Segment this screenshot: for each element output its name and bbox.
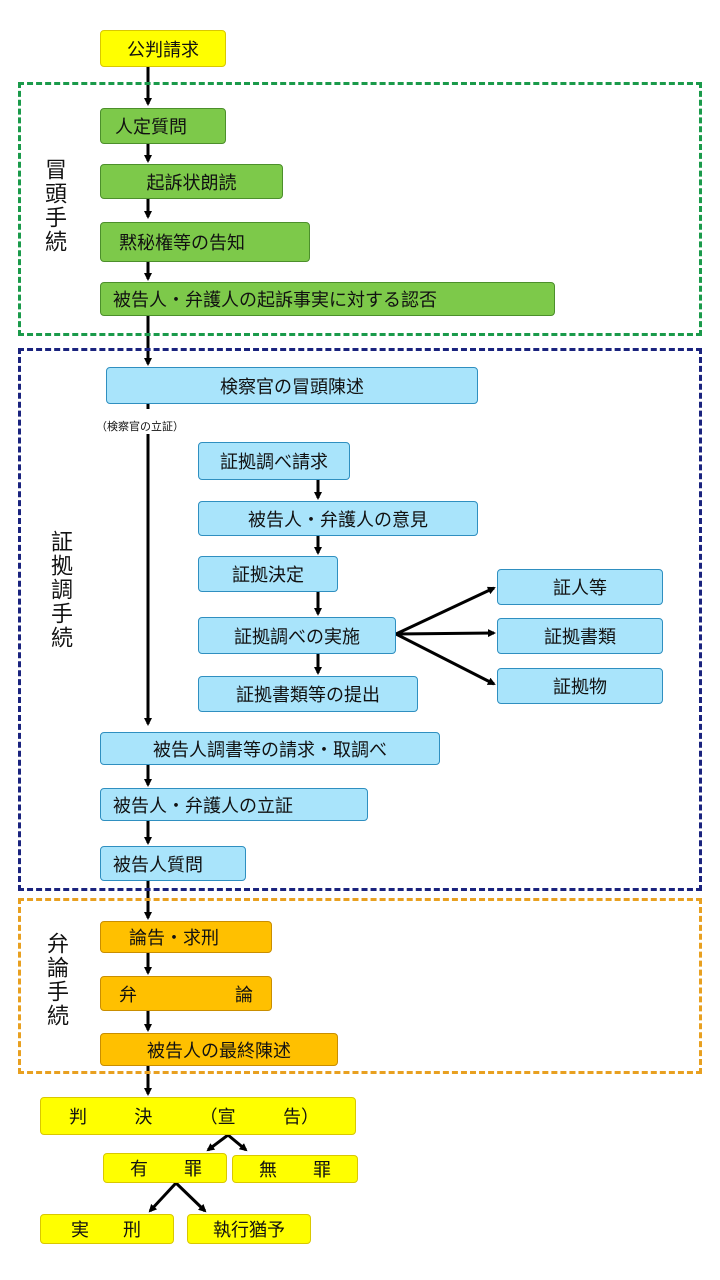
evidence-step-examination: 証拠調べの実施 xyxy=(198,617,396,654)
arrow-guilty-to-suspended xyxy=(174,1181,207,1213)
prosecutor-opening-statement: 検察官の冒頭陳述 xyxy=(106,367,478,404)
verdict-label-3: （宣 xyxy=(199,1107,236,1128)
opening-step-1: 人定質問 xyxy=(100,108,226,144)
verdict-box: 判 決 （宣 告） xyxy=(40,1097,356,1135)
arrow-verdict-to-notguilty xyxy=(227,1133,248,1152)
verdict-label-4: 告） xyxy=(282,1107,319,1128)
argument-step-2-b: 論 xyxy=(235,984,253,1006)
argument-step-3: 被告人の最終陳述 xyxy=(100,1033,338,1066)
section-evidence xyxy=(18,348,702,891)
guilty-box: 有 罪 xyxy=(103,1153,227,1183)
opening-step-2: 起訴状朗読 xyxy=(100,164,283,199)
arrow-to-documents xyxy=(395,629,496,638)
sentence-label-2: 刑 xyxy=(123,1220,141,1241)
arrow-guilty-to-sentence xyxy=(148,1181,178,1213)
evidence-branch-objects: 証拠物 xyxy=(497,668,663,704)
section-opening-label: 冒頭手続 xyxy=(41,158,66,254)
guilty-label-2: 罪 xyxy=(184,1159,202,1180)
opening-step-4: 被告人・弁護人の起訴事実に対する認否 xyxy=(100,282,555,316)
not-guilty-box: 無 罪 xyxy=(232,1155,358,1183)
defense-step-3: 被告人質問 xyxy=(100,846,246,881)
argument-step-2: 弁 論 xyxy=(100,976,272,1011)
suspended-box: 執行猶予 xyxy=(187,1214,311,1244)
arrow-verdict-to-guilty xyxy=(206,1133,229,1152)
section-evidence-label: 証拠調手続 xyxy=(47,530,72,650)
evidence-branch-documents: 証拠書類 xyxy=(497,618,663,654)
arrow-to-witness xyxy=(395,586,496,636)
evidence-step-opinion: 被告人・弁護人の意見 xyxy=(198,501,478,536)
section-argument xyxy=(18,898,702,1074)
arrow-to-objects xyxy=(395,632,496,686)
section-argument-label: 弁論手続 xyxy=(43,932,68,1028)
verdict-label-1: 判 xyxy=(69,1107,87,1128)
evidence-step-decision: 証拠決定 xyxy=(198,556,338,592)
prosecutor-proof-note: （検察官の立証） xyxy=(96,420,184,433)
start-box: 公判請求 xyxy=(100,30,226,67)
evidence-step-request: 証拠調べ請求 xyxy=(198,442,350,480)
guilty-label-1: 有 xyxy=(130,1159,148,1180)
evidence-branch-witness: 証人等 xyxy=(497,569,663,605)
evidence-step-submission: 証拠書類等の提出 xyxy=(198,676,418,712)
sentence-label-1: 実 xyxy=(71,1220,89,1241)
argument-step-1: 論告・求刑 xyxy=(100,921,272,953)
argument-step-2-a: 弁 xyxy=(119,984,137,1006)
verdict-label-2: 決 xyxy=(134,1107,153,1128)
defense-step-2: 被告人・弁護人の立証 xyxy=(100,788,368,821)
not-guilty-label-2: 罪 xyxy=(313,1160,331,1181)
defense-step-1: 被告人調書等の請求・取調べ xyxy=(100,732,440,765)
opening-step-3: 黙秘権等の告知 xyxy=(100,222,310,262)
section-opening xyxy=(18,82,702,336)
not-guilty-label-1: 無 xyxy=(259,1160,277,1181)
sentence-box: 実 刑 xyxy=(40,1214,174,1244)
